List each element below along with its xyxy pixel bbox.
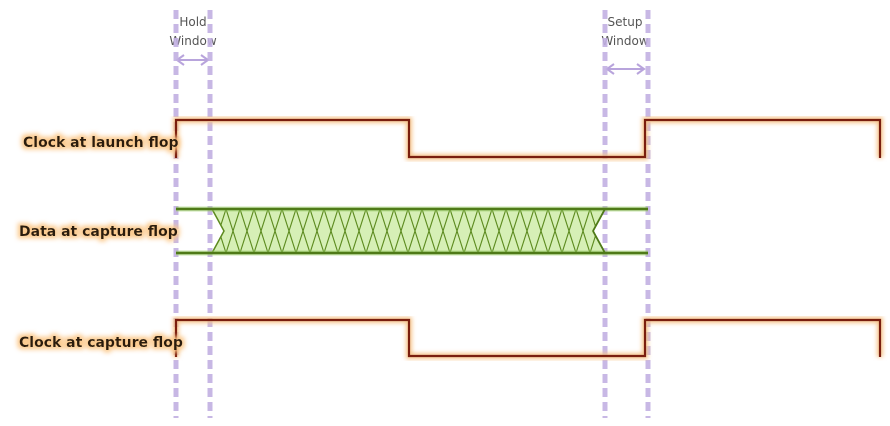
hold-window-arrow bbox=[175, 54, 210, 66]
setup-window-arrow bbox=[605, 63, 646, 75]
capture-data-waveform bbox=[176, 206, 648, 256]
launch-clock-label: Clock at launch flop bbox=[23, 135, 179, 151]
hold-window-label-line1: Hold bbox=[179, 15, 206, 29]
capture-clock-waveform bbox=[173, 317, 883, 359]
setup-window-label-line1: Setup bbox=[608, 15, 643, 29]
setup-window-label-line2: Window bbox=[601, 34, 649, 48]
data-transition-region bbox=[210, 208, 607, 254]
capture-clock-label: Clock at capture flop bbox=[19, 335, 183, 351]
hold-window-label: Hold Window bbox=[169, 15, 217, 48]
hold-window-label-line2: Window bbox=[169, 34, 217, 48]
launch-clock-waveform bbox=[173, 117, 883, 160]
setup-window-label: Setup Window bbox=[601, 15, 649, 48]
capture-data-label: Data at capture flop bbox=[19, 224, 178, 240]
